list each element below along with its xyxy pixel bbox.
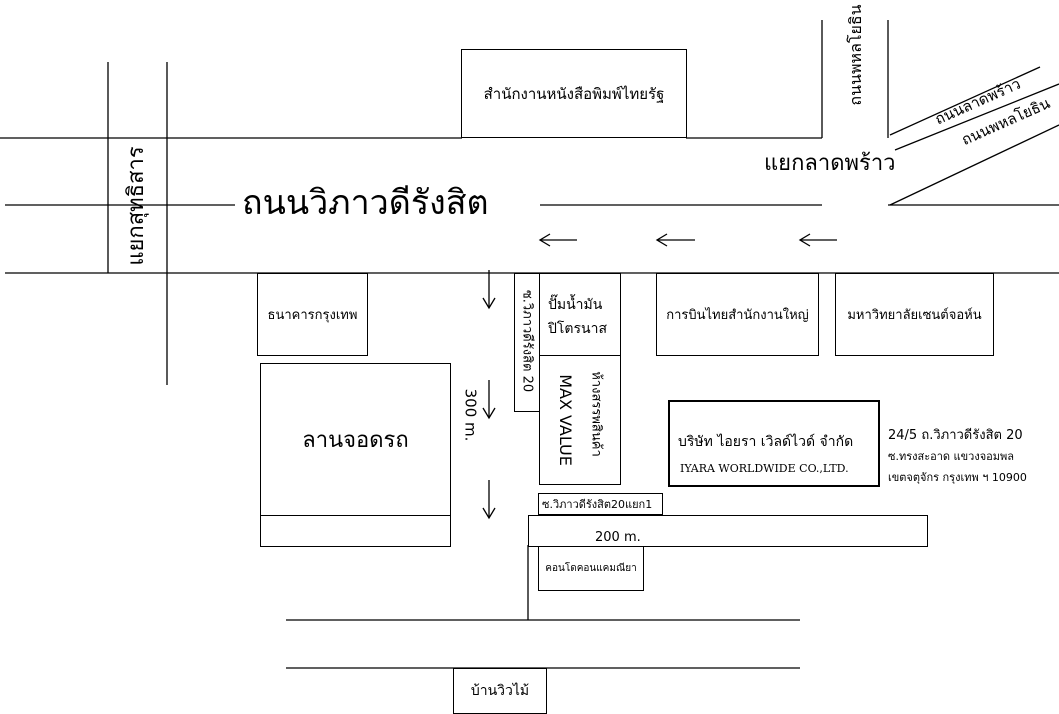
soi-20-label: ซ.วิภาวดีรังสิต 20 <box>519 289 535 393</box>
phahon-top-road-label: ถนนพหลโยธิน <box>846 4 865 106</box>
company-name-thai: บริษัท ไอยรา เวิลด์ไวด์ จำกัด <box>678 434 854 450</box>
max-value-thai-label: ห้างสรรพสินค้า <box>588 371 604 457</box>
bangkok-bank: ธนาคารกรุงเทพ <box>257 273 368 356</box>
st-john-university: มหาวิทยาลัยเซนต์จอห์น <box>835 273 994 356</box>
thairath-office: สำนักงานหนังสือพิมพ์ไทยรัฐ <box>461 49 687 138</box>
petronas-label-line1: ปั๊มน้ำมัน <box>548 297 603 313</box>
petronas-label-line2: ปิโตรนาส <box>548 321 607 337</box>
bangkok-bank-label: ธนาคารกรุงเทพ <box>267 308 358 323</box>
petronas-station: ปั๊มน้ำมัน ปิโตรนาส <box>539 273 621 356</box>
soi-20-1-label: ซ.วิภาวดีรังสิต20แยก1 <box>542 498 653 511</box>
ban-wiwai-building: บ้านวิวไม้ <box>453 668 547 714</box>
max-value-store <box>539 355 621 485</box>
condo-label: คอนโดคอนแคมณียา <box>545 563 637 574</box>
thairath-label: สำนักงานหนังสือพิมพ์ไทยรัฐ <box>483 84 665 103</box>
company-name-english: IYARA WORLDWIDE CO.,LTD. <box>680 462 849 475</box>
main-road-label: ถนนวิภาวดีรังสิต <box>242 183 489 223</box>
st-john-label: มหาวิทยาลัยเซนต์จอห์น <box>847 308 982 323</box>
parking-strip <box>260 515 451 547</box>
address-line-3: เขตจตุจักร กรุงเทพ ฯ 10900 <box>888 471 1027 484</box>
condo-building: คอนโดคอนแคมณียา <box>538 546 644 591</box>
parking-lot: ลานจอดรถ <box>260 363 451 516</box>
address-line-1: 24/5 ถ.วิภาวดีรังสิต 20 <box>888 428 1023 443</box>
max-value-english-label: MAX VALUE <box>556 374 575 466</box>
sutthisan-intersection-label: แยกสุทธิสาร <box>124 146 149 266</box>
thai-airways-hq: การบินไทยสำนักงานใหญ่ <box>656 273 819 356</box>
thai-airways-label: การบินไทยสำนักงานใหญ่ <box>666 308 809 323</box>
soi-20-1-road <box>528 515 928 547</box>
distance-vertical-label: 300 m. <box>461 388 480 442</box>
company-building: บริษัท ไอยรา เวิลด์ไวด์ จำกัด IYARA WORL… <box>668 400 880 487</box>
parking-label: ลานจอดรถ <box>302 428 409 453</box>
distance-horizontal-label: 200 m. <box>593 530 643 545</box>
ban-wiwai-label: บ้านวิวไม้ <box>470 683 530 699</box>
ladprao-intersection-label: แยกลาดพร้าว <box>764 151 896 176</box>
soi-20-1-road-label-box: ซ.วิภาวดีรังสิต20แยก1 <box>538 493 663 515</box>
address-line-2: ซ.ทรงสะอาด แขวงจอมพล <box>888 450 1014 463</box>
